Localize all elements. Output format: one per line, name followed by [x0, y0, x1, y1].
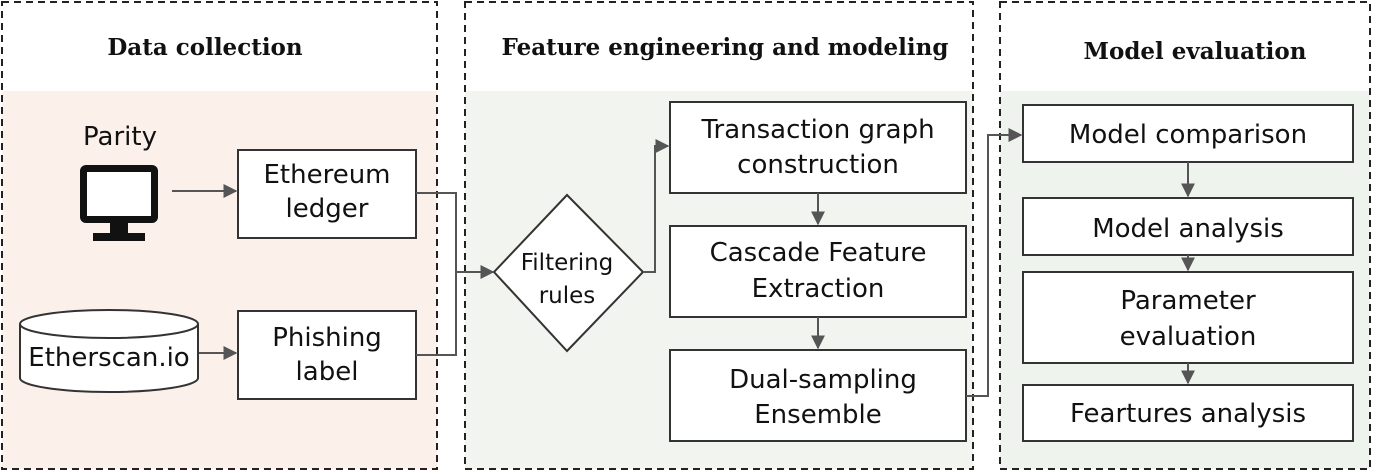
cascade-feature-box: Cascade Feature Extraction	[669, 225, 967, 318]
filtering-rules-line-1: Filtering	[521, 250, 614, 276]
dual-sampling-box: Dual-sampling Ensemble	[669, 349, 967, 442]
panel-collection-body	[2, 91, 437, 469]
dual-sampling-line-2: Ensemble	[754, 400, 882, 430]
ethereum-ledger-box: Ethereum ledger	[237, 149, 417, 239]
parameter-evaluation-line-1: Parameter	[1120, 286, 1256, 316]
transaction-graph-line-1: Transaction graph	[700, 115, 934, 145]
features-analysis-label: Feartures analysis	[1070, 399, 1306, 429]
connector-ledger-to-filter	[416, 192, 457, 272]
parity-label: Parity	[83, 122, 157, 152]
filtering-rules-diamond: Filtering rules	[492, 193, 645, 353]
cascade-feature-line-1: Cascade Feature	[710, 238, 927, 268]
parameter-evaluation-box: Parameter evaluation	[1022, 271, 1354, 364]
arrow-filter-to-graph	[643, 139, 670, 273]
arrow-dual-to-comparison	[966, 128, 1023, 397]
model-comparison-label: Model comparison	[1069, 120, 1307, 150]
database-icon	[19, 309, 199, 393]
phishing-label-box: Phishing label	[237, 310, 417, 400]
panel-collection-title: Data collection	[107, 34, 303, 61]
transaction-graph-line-2: construction	[737, 150, 899, 180]
panel-evaluation-border	[999, 1, 1371, 470]
phishing-label-line-1: Phishing	[272, 323, 382, 353]
panel-evaluation-title: Model evaluation	[1084, 38, 1307, 65]
panel-engineering-border	[464, 1, 974, 470]
filtering-rules-line-2: rules	[539, 283, 596, 309]
connector-phishing-to-filter	[416, 272, 457, 356]
phishing-label-line-2: label	[296, 357, 359, 387]
model-analysis-box: Model analysis	[1022, 197, 1354, 256]
dual-sampling-line-1: Dual-sampling	[729, 365, 917, 395]
ethereum-ledger-line-1: Ethereum	[263, 160, 390, 190]
cascade-feature-line-2: Extraction	[752, 274, 885, 304]
model-analysis-label: Model analysis	[1092, 214, 1284, 244]
panel-engineering-title: Feature engineering and modeling	[502, 34, 949, 61]
transaction-graph-box: Transaction graph construction	[669, 101, 967, 194]
etherscan-label: Etherscan.io	[28, 343, 189, 373]
panel-collection-border	[1, 1, 438, 470]
parameter-evaluation-line-2: evaluation	[1120, 322, 1257, 352]
features-analysis-box: Feartures analysis	[1022, 384, 1354, 442]
computer-icon	[80, 165, 158, 241]
ethereum-ledger-line-2: ledger	[286, 194, 369, 224]
model-comparison-box: Model comparison	[1022, 104, 1354, 163]
